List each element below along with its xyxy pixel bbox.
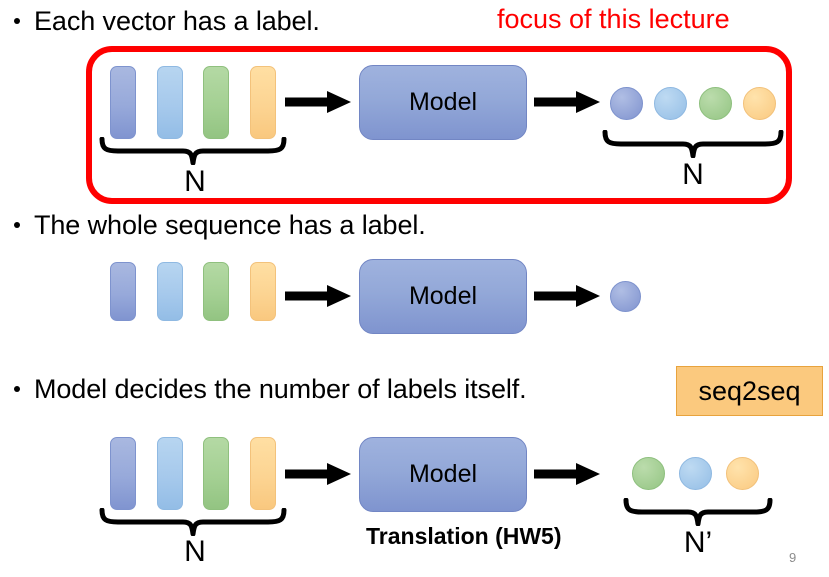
input-vector-bar bbox=[203, 262, 229, 321]
input-brace-row1 bbox=[98, 137, 288, 165]
output-count-label-row3: N’ bbox=[683, 526, 713, 559]
bullet-text: Model decides the number of labels itsel… bbox=[34, 374, 527, 404]
input-count-label-row3: N bbox=[184, 535, 206, 568]
output-label-circle bbox=[726, 457, 759, 490]
model-box-label: Model bbox=[408, 282, 478, 310]
bullet-dot-icon bbox=[14, 18, 20, 24]
model-box-label: Model bbox=[408, 88, 478, 116]
bullet-text: The whole sequence has a label. bbox=[34, 210, 426, 240]
model-box-row2: Model bbox=[359, 259, 527, 334]
input-vector-bar bbox=[203, 437, 229, 510]
emphasis-box-row1 bbox=[86, 46, 792, 204]
input-vector-bar bbox=[250, 262, 276, 321]
input-brace-row3 bbox=[98, 508, 288, 536]
output-label-circle bbox=[699, 87, 732, 120]
output-label-circle bbox=[610, 87, 643, 120]
input-vector-bar bbox=[110, 437, 136, 510]
focus-of-lecture-note: focus of this lecture bbox=[497, 4, 730, 34]
output-label-circle bbox=[610, 281, 641, 312]
bullet-text: Each vector has a label. bbox=[34, 6, 320, 36]
model-box-row3: Model bbox=[359, 437, 527, 512]
output-label-circle bbox=[654, 87, 687, 120]
output-label-circle bbox=[679, 457, 712, 490]
input-vector-bar bbox=[250, 437, 276, 510]
output-label-circle bbox=[743, 87, 776, 120]
input-vector-bar bbox=[110, 262, 136, 321]
input-vector-bar bbox=[110, 66, 136, 139]
arrow-input-to-model-row1 bbox=[285, 88, 353, 116]
output-brace-row1 bbox=[601, 130, 785, 158]
arrow-input-to-model-row3 bbox=[285, 460, 353, 488]
input-vector-bar bbox=[157, 437, 183, 510]
arrow-model-to-output-row2 bbox=[534, 282, 602, 310]
bullet-whole-sequence: The whole sequence has a label. bbox=[14, 212, 426, 239]
input-count-label-row1: N bbox=[184, 165, 206, 198]
model-box-row1: Model bbox=[359, 65, 527, 140]
input-vector-bar bbox=[250, 66, 276, 139]
seq2seq-badge: seq2seq bbox=[676, 366, 823, 416]
bullet-each-vector: Each vector has a label. bbox=[14, 8, 320, 35]
arrow-input-to-model-row2 bbox=[285, 282, 353, 310]
output-count-label-row1: N bbox=[682, 158, 704, 191]
arrow-model-to-output-row3 bbox=[534, 460, 602, 488]
bullet-model-decides: Model decides the number of labels itsel… bbox=[14, 376, 527, 403]
bullet-dot-icon bbox=[14, 222, 20, 228]
page-number: 9 bbox=[789, 550, 797, 565]
input-vector-bar bbox=[157, 66, 183, 139]
output-brace-row3 bbox=[622, 498, 774, 526]
bullet-dot-icon bbox=[14, 386, 20, 392]
input-vector-bar bbox=[203, 66, 229, 139]
arrow-model-to-output-row1 bbox=[534, 88, 602, 116]
model-box-label: Model bbox=[408, 460, 478, 488]
output-label-circle bbox=[632, 457, 665, 490]
input-vector-bar bbox=[157, 262, 183, 321]
translation-caption: Translation (HW5) bbox=[366, 523, 562, 549]
